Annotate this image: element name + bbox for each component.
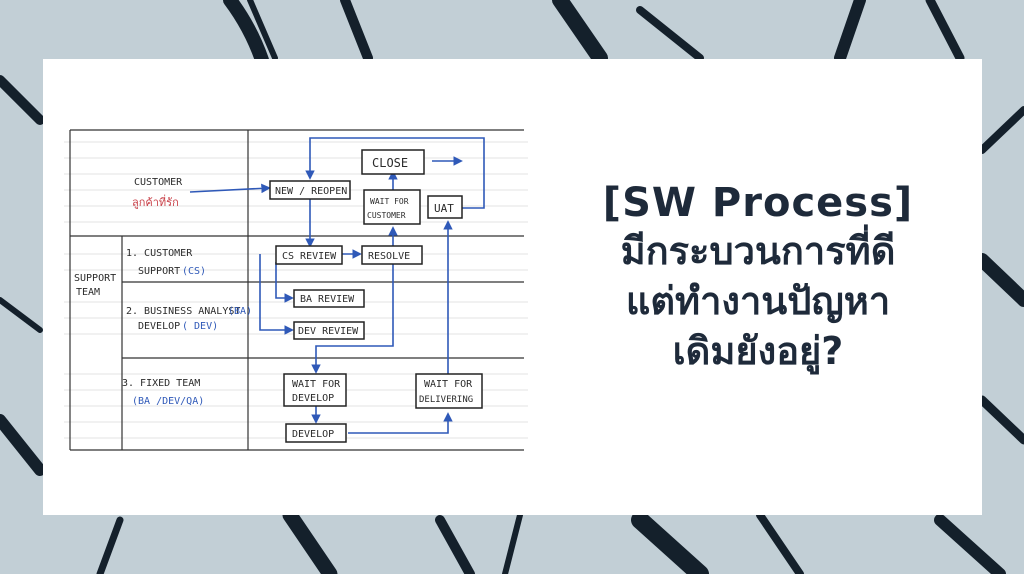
title-block: [SW Process] มีกระบวนการที่ดี แต่ทำงานปั… [548, 180, 968, 376]
lane-ba-abbr: (BA) [228, 306, 252, 317]
lane-dev-abbr: ( DEV) [182, 321, 218, 332]
node-develop: DEVELOP [285, 423, 347, 443]
lane-fixed-team-label: 3. FIXED TEAM [122, 378, 200, 389]
arrow-resolve-to-wait-develop [311, 262, 394, 374]
svg-text:CLOSE: CLOSE [372, 156, 408, 170]
process-diagram: CUSTOMER ลูกค้าที่รัก SUPPORT TEAM 1. CU… [64, 129, 528, 451]
node-ba-review: BA REVIEW [293, 289, 365, 308]
lane-ba-label: 2. BUSINESS ANALYST [126, 306, 240, 317]
lane-customer-thai-label: ลูกค้าที่รัก [132, 194, 179, 209]
svg-text:WAIT FOR: WAIT FOR [292, 379, 341, 390]
flow-arrows [189, 137, 485, 434]
node-close: CLOSE [361, 149, 425, 175]
title-thai-line-3: เดิมยังอยู่? [672, 329, 844, 373]
node-new-reopen: NEW / REOPEN [269, 180, 351, 200]
svg-text:RESOLVE: RESOLVE [368, 251, 410, 262]
svg-text:BA REVIEW: BA REVIEW [300, 294, 355, 305]
arrow-customer-to-new [189, 183, 271, 194]
node-uat: UAT [427, 195, 463, 219]
svg-text:CUSTOMER: CUSTOMER [367, 211, 406, 220]
svg-text:WAIT FOR: WAIT FOR [424, 379, 473, 390]
page-title: [SW Process] [602, 180, 914, 226]
node-wait-for-develop: WAIT FOR DEVELOP [283, 373, 347, 407]
title-thai-line-1: มีกระบวนการที่ดี [620, 229, 896, 273]
lane-cs-label-2: SUPPORT [138, 266, 180, 277]
arrow-uat-to-new-reopen [305, 137, 485, 209]
svg-text:CS REVIEW: CS REVIEW [282, 251, 337, 262]
svg-text:UAT: UAT [434, 202, 454, 215]
svg-text:NEW / REOPEN: NEW / REOPEN [275, 186, 347, 197]
title-thai-line-2: แต่ทำงานปัญหา [625, 279, 891, 323]
node-wait-for-customer: WAIT FOR CUSTOMER [363, 189, 421, 225]
lane-cs-abbr: (CS) [182, 266, 206, 277]
lane-dev-label: DEVELOP [138, 321, 180, 332]
node-resolve: RESOLVE [361, 245, 423, 265]
svg-text:DEV REVIEW: DEV REVIEW [298, 326, 359, 337]
content-card [43, 59, 982, 515]
svg-text:WAIT FOR: WAIT FOR [370, 197, 409, 206]
lane-fixed-team-members: (BA /DEV/QA) [132, 396, 204, 407]
node-cs-review: CS REVIEW [275, 245, 343, 265]
node-wait-for-delivering: WAIT FOR DELIVERING [415, 373, 483, 409]
lane-customer-label: CUSTOMER [134, 177, 183, 188]
arrow-cs-to-dev-review [259, 254, 294, 335]
svg-text:DEVELOP: DEVELOP [292, 429, 334, 440]
lane-cs-label: 1. CUSTOMER [126, 248, 193, 259]
node-dev-review: DEV REVIEW [293, 321, 365, 340]
lane-support-team-label-2: TEAM [76, 287, 100, 298]
arrow-cs-to-ba-review [275, 262, 294, 303]
lane-support-team-label: SUPPORT [74, 273, 116, 284]
svg-text:DELIVERING: DELIVERING [419, 395, 473, 405]
arrow-develop-to-delivering [348, 412, 453, 434]
svg-text:DEVELOP: DEVELOP [292, 393, 334, 404]
